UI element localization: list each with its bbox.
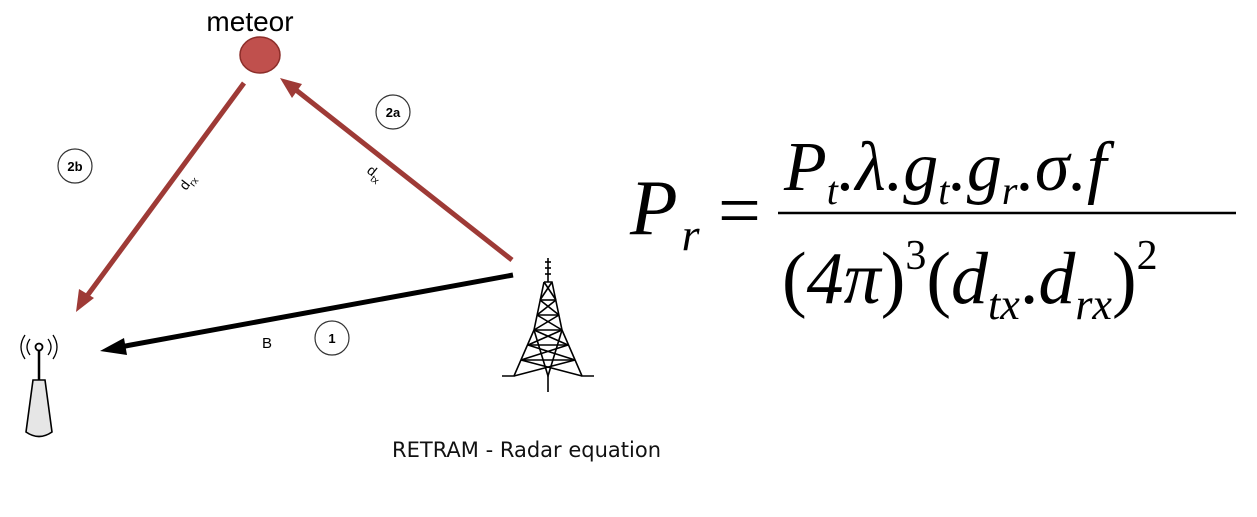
den-power-2: 2 — [1137, 233, 1158, 279]
baseline-label: B — [262, 335, 272, 352]
equation-numerator: Pt.λ.gt.gr.σ.f — [783, 129, 1115, 213]
num-gr-main: g — [967, 129, 1002, 206]
num-gt-main: g — [903, 129, 938, 206]
den-d-paren-open: ( — [926, 238, 951, 320]
num-gr-sub: r — [1002, 168, 1018, 213]
den-d2-main: d — [1038, 238, 1076, 320]
step-label-2b: 2b — [67, 159, 82, 174]
figure-title: RETRAM - Radar equation — [392, 438, 662, 462]
svg-text:dtx: dtx — [362, 162, 387, 187]
num-gt-sub: t — [938, 168, 950, 213]
num-pt-sub: t — [827, 168, 839, 213]
path-baseline — [119, 272, 514, 350]
equation-denominator: (4π)3(dtx.drx)2 — [782, 233, 1158, 329]
lhs-main: P — [629, 164, 678, 251]
num-dot-4: . — [1017, 129, 1035, 206]
den-four-pi: 4π — [807, 238, 883, 320]
num-pt-main: P — [783, 129, 827, 206]
arrowhead-meteor-to-rx-icon — [76, 289, 94, 312]
receiver-antenna-icon — [20, 334, 58, 438]
num-dot-1: . — [838, 129, 856, 206]
equation-lhs: Pr — [629, 164, 701, 260]
equation-equals: = — [718, 169, 761, 253]
num-sigma: σ — [1035, 129, 1072, 206]
radar-equation: Pr = Pt.λ.gt.gr.σ.f (4π)3(dtx.drx)2 — [629, 129, 1236, 329]
den-paren-open: ( — [782, 238, 807, 320]
distance-label-dtx: dtx — [362, 162, 387, 187]
meteor-label: meteor — [206, 6, 293, 37]
num-dot-3: . — [949, 129, 967, 206]
den-d1-sub: tx — [988, 280, 1020, 329]
arrowhead-baseline-icon — [100, 338, 127, 355]
step-label-2a: 2a — [386, 105, 401, 120]
den-dot: . — [1020, 238, 1039, 320]
den-power-3: 3 — [905, 233, 926, 279]
step-marker-1 — [314, 320, 350, 356]
path-tx-to-meteor — [294, 88, 514, 262]
step-marker-2a — [375, 94, 411, 130]
transmitter-tower-icon — [502, 258, 594, 392]
num-dot-2: . — [886, 129, 904, 206]
arrowhead-tx-to-meteor-icon — [280, 78, 302, 98]
lhs-sub: r — [682, 209, 701, 260]
den-d2-sub: rx — [1075, 280, 1112, 329]
step-label-1: 1 — [328, 331, 335, 346]
den-d1-main: d — [951, 238, 989, 320]
num-lambda: λ — [853, 129, 885, 206]
den-d-paren-close: ) — [1112, 238, 1137, 320]
meteor-icon — [239, 36, 281, 74]
num-dot-5: . — [1069, 129, 1087, 206]
den-paren-close: ) — [881, 238, 906, 320]
path-meteor-to-rx — [84, 81, 247, 298]
step-marker-2b — [57, 148, 93, 184]
num-f: f — [1087, 129, 1115, 206]
